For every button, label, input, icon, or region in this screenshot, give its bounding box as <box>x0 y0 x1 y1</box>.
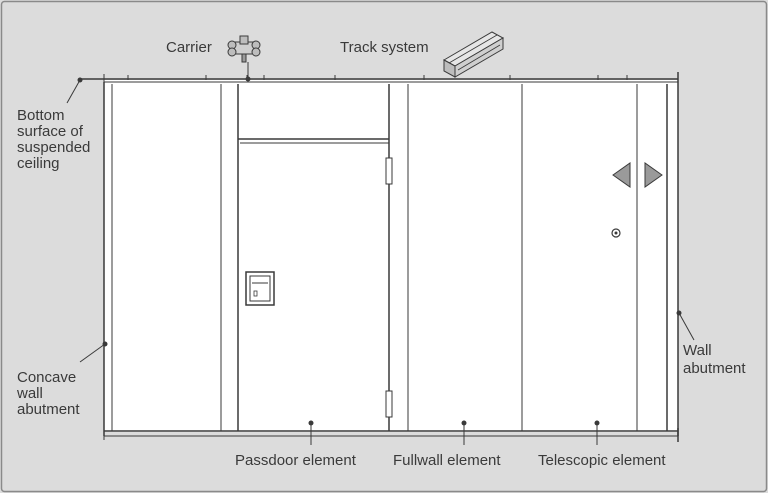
track-profile-icon <box>442 31 505 78</box>
leader-carrier <box>245 62 251 82</box>
door-lock-icon <box>245 271 275 306</box>
leader-telescopic <box>594 420 600 445</box>
leader-wall-abutment <box>676 310 695 341</box>
hinge-bottom <box>385 390 393 418</box>
passdoor-label: Passdoor element <box>235 452 357 469</box>
leader-ceiling <box>66 77 83 104</box>
fullwall-label: Fullwall element <box>393 452 501 469</box>
wall-abutment-label-line-2: abutment <box>683 360 746 377</box>
hinge-top <box>385 157 393 185</box>
leader-passdoor <box>308 420 314 445</box>
ceiling-label-line-3: suspended <box>17 139 90 156</box>
panel-dividers <box>220 84 679 436</box>
arrow-right-icon <box>644 162 663 188</box>
concave-wall-abutment <box>103 82 113 436</box>
track-bar <box>80 72 679 84</box>
concave-wall-label-line-2: wall <box>16 385 43 402</box>
leader-concave-wall <box>79 341 108 363</box>
arrow-left-icon <box>612 162 631 188</box>
leader-fullwall <box>461 420 467 445</box>
concave-wall-label-line-1: Concave <box>17 369 76 386</box>
handle-icon <box>611 228 621 238</box>
passdoor-element <box>238 138 393 418</box>
wall-abutment-label-line-1: Wall <box>683 342 712 359</box>
ceiling-label-line-2: surface of <box>17 123 84 140</box>
ceiling-label-line-1: Bottom <box>17 107 65 124</box>
wall-surface <box>104 80 678 432</box>
telescopic-element <box>611 162 663 238</box>
ceiling-label-line-4: ceiling <box>17 155 60 172</box>
concave-wall-label-line-3: abutment <box>17 401 80 418</box>
carrier-label: Carrier <box>166 39 212 56</box>
track-system-label: Track system <box>340 39 429 56</box>
telescopic-label: Telescopic element <box>538 452 666 469</box>
carrier-icon <box>227 35 261 63</box>
